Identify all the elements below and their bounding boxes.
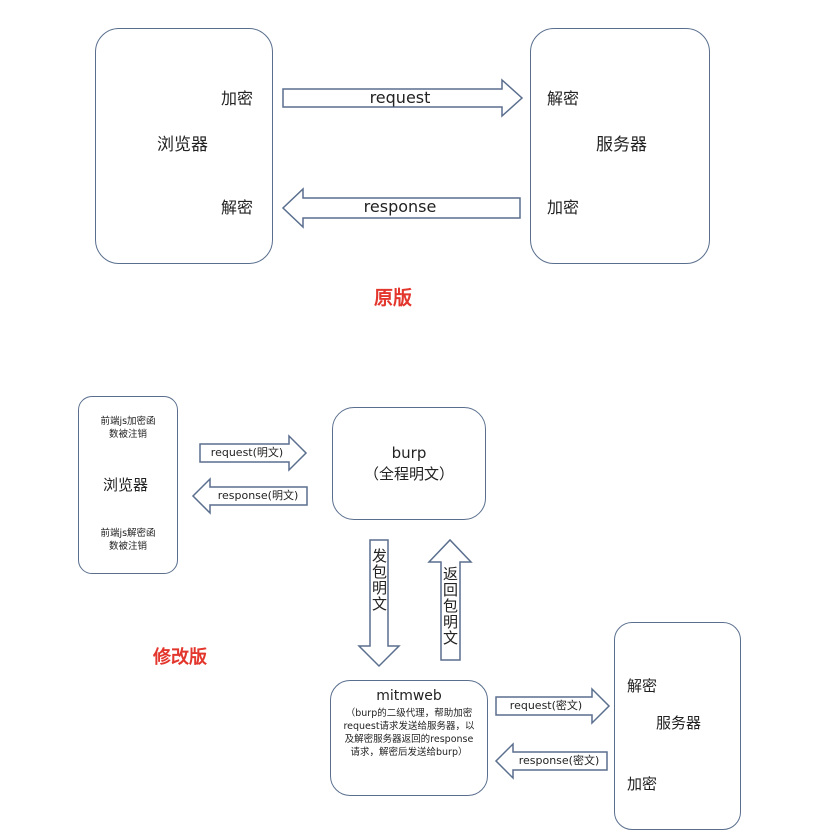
original-server-decrypt-label: 解密 [547, 89, 580, 108]
modified-server-encrypt-label: 加密 [627, 775, 658, 793]
return-plaintext-label: 返回包明文 [441, 566, 459, 646]
original-server-name: 服务器 [596, 135, 647, 155]
original-browser-box [95, 28, 273, 264]
send-plaintext-label: 发包明文 [370, 548, 388, 612]
original-request-label: request [369, 88, 431, 107]
original-browser-name: 浏览器 [157, 135, 208, 155]
return-up-arrow [427, 538, 473, 661]
modified-browser-box [78, 396, 178, 574]
modified-server-name: 服务器 [656, 714, 702, 732]
cipher-request-label: request(密文) [509, 699, 583, 712]
original-caption: 原版 [374, 287, 413, 309]
original-browser-decrypt-label: 解密 [221, 198, 254, 217]
plain-response-label: response(明文) [217, 489, 299, 502]
cipher-request-arrow [495, 687, 611, 725]
send-down-arrow [357, 539, 401, 668]
original-server-encrypt-label: 加密 [547, 198, 580, 217]
mitmweb-description: （burp的二级代理，帮助加密request请求发送给服务器，以及解密服务器返回… [343, 708, 475, 758]
burp-name: burp [391, 444, 427, 462]
burp-box [332, 407, 486, 520]
request-arrow [282, 78, 524, 118]
response-arrow [281, 187, 521, 229]
cipher-response-arrow [494, 742, 608, 780]
mitmweb-box [330, 680, 488, 796]
original-server-box [530, 28, 710, 264]
cipher-response-label: response(密文) [518, 754, 600, 767]
plain-request-arrow [199, 434, 308, 472]
original-response-label: response [363, 197, 437, 216]
modified-caption: 修改版 [153, 647, 207, 668]
plain-response-arrow [191, 477, 308, 515]
browser-js-decrypt-disabled-note: 前端js解密函数被注销 [100, 528, 156, 552]
plain-request-label: request(明文) [210, 446, 284, 459]
browser-js-encrypt-disabled-note: 前端js加密函数被注销 [100, 416, 156, 440]
modified-browser-name: 浏览器 [103, 476, 149, 494]
modified-server-decrypt-label: 解密 [627, 677, 658, 695]
modified-server-box [614, 622, 741, 830]
mitmweb-name: mitmweb [376, 688, 442, 704]
original-browser-encrypt-label: 加密 [221, 89, 254, 108]
burp-subtitle: （全程明文） [363, 465, 454, 483]
